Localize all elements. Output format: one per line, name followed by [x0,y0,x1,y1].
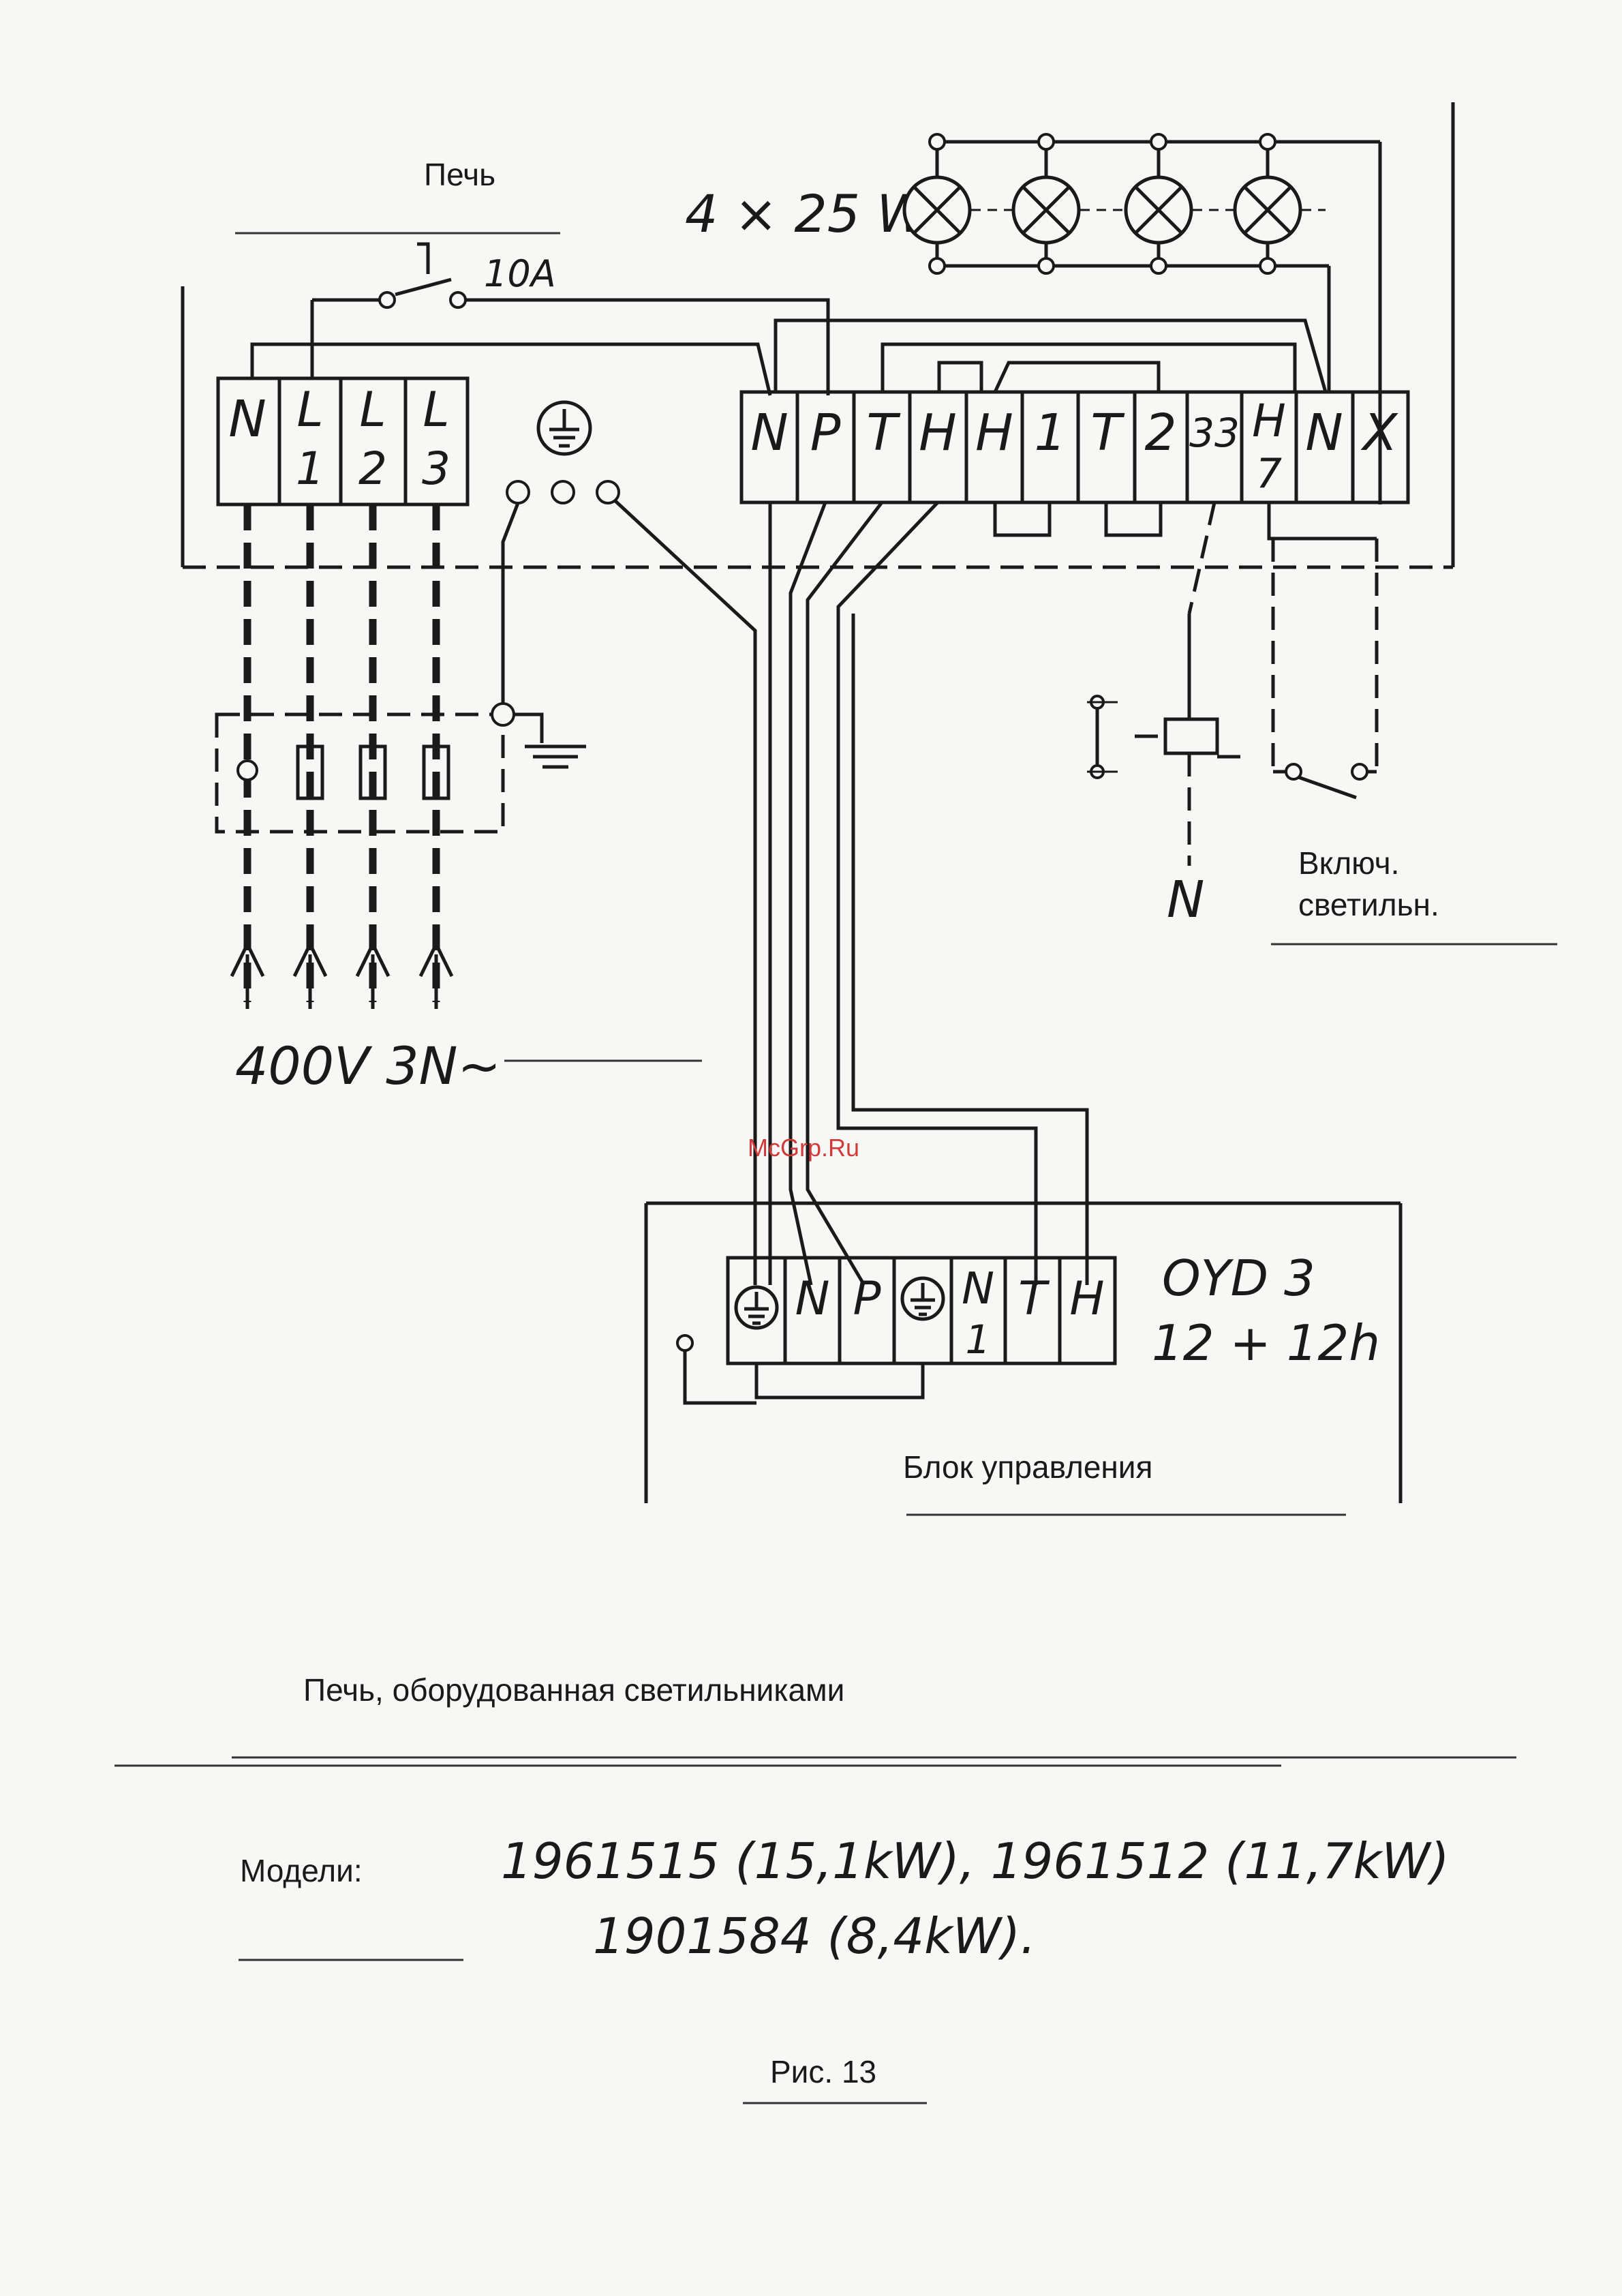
lamps-label: 4 × 25 W [685,183,930,244]
main-terminal-10-top: N [1305,404,1343,462]
supply-arrows [232,944,452,1009]
models-line2: 1901584 (8,4kW). [593,1907,1036,1965]
main-terminal-7-top: 2 [1144,404,1176,462]
control-terminal-5-top: T [1018,1272,1050,1326]
control-terminal-1-top: N [795,1272,830,1326]
supply-terminal-1-bottom: 1 [296,442,324,495]
main-terminal-9-top: H [1252,395,1286,447]
control-terminal-2-top: P [853,1272,881,1326]
lamp-1 [904,134,970,273]
control-earth-icon-1 [736,1287,777,1328]
controller-model-line1: OYD 3 [1162,1250,1315,1307]
breaker-label: 10A [484,252,556,295]
light-switch-label-line2: светильн. [1298,887,1439,922]
control-terminal-4-bottom: 1 [966,1316,991,1363]
main-terminal-11-top: X [1360,404,1399,462]
lamp-2 [1013,134,1079,273]
supply-terminal-3-top: L [423,382,450,438]
main-terminal-0-top: N [750,404,788,462]
controller-model-line2: 12 + 12h [1152,1314,1380,1372]
supply-terminal-2-top: L [360,382,386,438]
earth-icon [538,402,590,454]
models-label: Модели: [240,1853,363,1888]
supply-terminal-2-bottom: 2 [358,442,387,495]
neutral-out-label: N [1167,871,1204,929]
supply-label: 400V 3N~ [235,1036,501,1096]
oven-label: Печь [424,157,495,192]
main-terminal-4-top: H [975,404,1013,462]
main-terminal-3-top: H [919,404,957,462]
models-line1: 1961515 (15,1kW), 1961512 (11,7kW) [501,1832,1450,1890]
caption: Печь, оборудованная светильниками [303,1672,844,1708]
supply-terminal-3-bottom: 3 [422,442,450,495]
lamp-4 [1235,134,1300,273]
main-terminal-8-top: 33 [1189,410,1240,456]
main-terminal-5-top: 1 [1034,404,1066,462]
main-terminal-1-top: P [810,404,841,462]
control-unit-label: Блок управления [903,1449,1152,1485]
figure-label: Рис. 13 [770,2054,876,2089]
lamp-3 [1126,134,1191,273]
supply-terminal-0-top: N [228,390,266,449]
main-terminal-6-top: T [1090,404,1125,462]
main-terminal-2-top: T [866,404,901,462]
supply-terminal-1-top: L [297,382,324,438]
control-terminal-4-top: N [962,1264,994,1314]
light-switch-label-line1: Включ. [1298,845,1399,881]
watermark: McGrp.Ru [748,1134,859,1162]
main-terminal-9-bottom: 7 [1256,450,1282,498]
control-earth-icon-2 [902,1278,943,1319]
relay-coil [1165,719,1217,753]
control-terminal-6-top: H [1069,1272,1104,1326]
